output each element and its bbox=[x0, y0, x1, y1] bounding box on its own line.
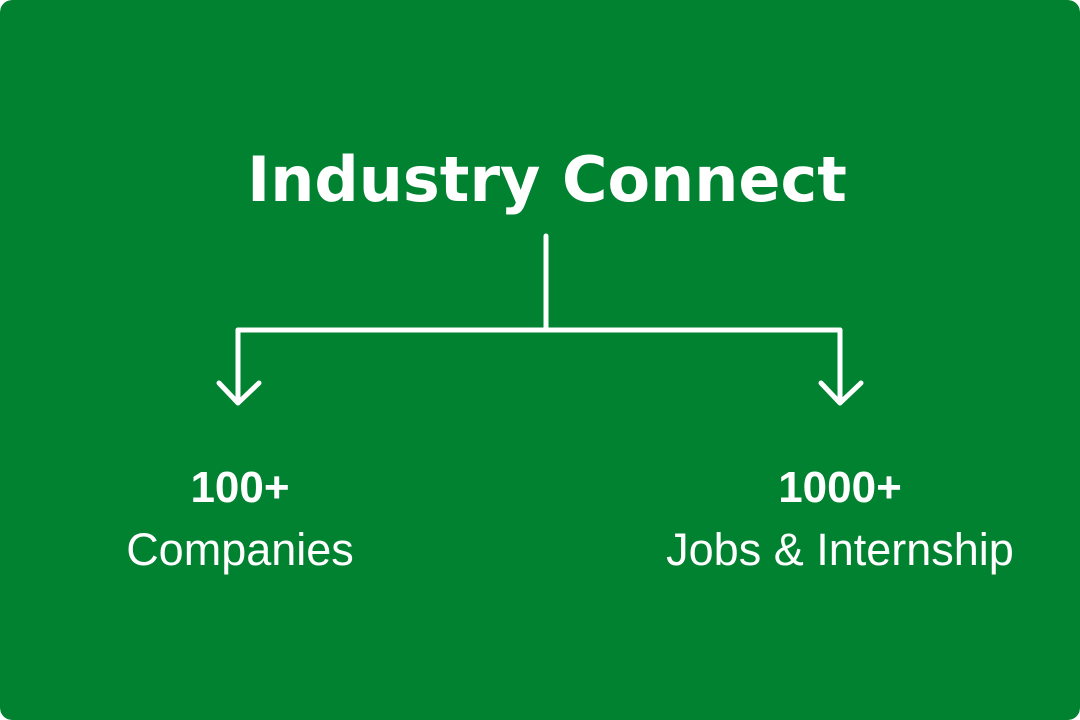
companies-node: 100+ Companies bbox=[80, 458, 400, 582]
left-arrow-icon bbox=[216, 380, 262, 406]
jobs-node: 1000+ Jobs & Internship bbox=[620, 458, 1060, 582]
right-arrow-icon bbox=[818, 380, 864, 406]
diagram-title: Industry Connect bbox=[247, 143, 847, 216]
jobs-count: 1000+ bbox=[778, 463, 902, 512]
companies-label: Companies bbox=[126, 524, 354, 575]
jobs-label: Jobs & Internship bbox=[666, 524, 1014, 575]
companies-count: 100+ bbox=[190, 463, 290, 512]
